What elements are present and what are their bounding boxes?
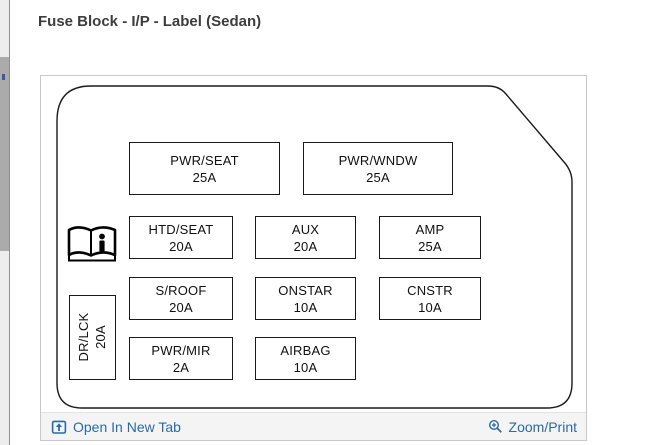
fuse-aux: AUX 20A — [255, 216, 356, 259]
open-in-new-tab-label: Open In New Tab — [73, 418, 181, 435]
owner-manual-book-info-icon — [67, 226, 117, 262]
open-in-new-tab-link[interactable]: Open In New Tab — [51, 419, 181, 435]
fuse-label: CNSTR — [407, 282, 453, 298]
fuse-amp: 10A — [418, 299, 442, 315]
fuse-amp: 25A — [418, 238, 442, 254]
fuse-pwr-seat: PWR/SEAT 25A — [129, 142, 280, 195]
fuse-amp: 10A — [293, 299, 318, 315]
page-title: Fuse Block - I/P - Label (Sedan) — [38, 13, 262, 30]
fuse-label: PWR/SEAT — [170, 152, 239, 168]
fuse-label: AUX — [291, 221, 320, 237]
fuse-amp: 20A — [93, 325, 108, 349]
fuse-s-roof: S/ROOF 20A — [129, 277, 233, 320]
fuse-label: AIRBAG — [280, 342, 331, 358]
zoom-in-icon — [488, 419, 502, 433]
fuse-amp: 2A — [172, 359, 190, 375]
fuse-label: PWR/WNDW — [338, 152, 418, 168]
fuse-label: AMP — [415, 221, 445, 237]
fuse-label: S/ROOF — [155, 282, 207, 298]
panel-footer: Open In New Tab Zoom/Print — [41, 412, 586, 440]
fuse-airbag: AIRBAG 10A — [255, 337, 356, 380]
fuse-pwr-wndw: PWR/WNDW 25A — [303, 142, 453, 195]
fuse-amp: 25A — [366, 169, 390, 185]
fuse-onstar: ONSTAR 10A — [255, 277, 356, 320]
fuse-amp: 10A — [293, 359, 318, 375]
fuse-amp-audio: AMP 25A — [379, 216, 481, 259]
scrollbar-marker — [2, 74, 5, 80]
fuse-amp: 20A — [169, 238, 193, 254]
fuse-dr-lck: DR/LCK 20A — [69, 295, 116, 380]
fuse-cnstr: CNSTR 10A — [379, 277, 481, 320]
fuse-amp: 20A — [293, 238, 318, 254]
left-scrollbar-track[interactable] — [0, 0, 10, 445]
fuse-htd-seat: HTD/SEAT 20A — [129, 216, 233, 259]
fuse-pwr-mir: PWR/MIR 2A — [129, 337, 233, 380]
open-in-new-tab-icon — [51, 420, 67, 434]
fuse-diagram-panel: PWR/SEAT 25A PWR/WNDW 25A HTD/SEAT 20A A… — [40, 75, 587, 441]
fuse-label: DR/LCK — [76, 312, 91, 362]
fuse-block-outline — [56, 85, 573, 409]
fuse-label: PWR/MIR — [151, 342, 211, 358]
fuse-label: ONSTAR — [278, 282, 333, 298]
fuse-amp: 25A — [192, 169, 217, 185]
zoom-print-label: Zoom/Print — [508, 418, 577, 435]
zoom-print-link[interactable]: Zoom/Print — [488, 419, 577, 435]
left-scrollbar-thumb[interactable] — [0, 57, 9, 251]
fuse-label: HTD/SEAT — [148, 221, 214, 237]
fuse-amp: 20A — [169, 299, 193, 315]
